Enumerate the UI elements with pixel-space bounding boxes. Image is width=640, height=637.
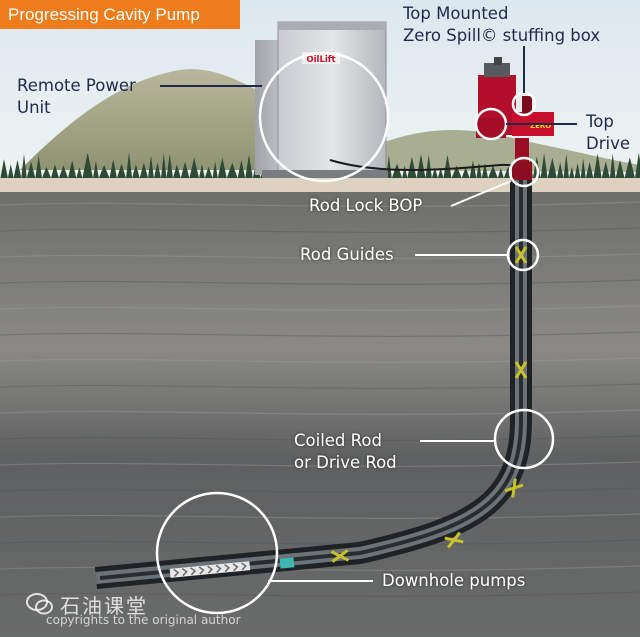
wellbore [94, 180, 532, 589]
rod-guide-marker [330, 549, 350, 563]
pump-rotor-stage [232, 563, 239, 572]
watermark-name: 石油课堂 [60, 594, 148, 618]
label-top-mounted-line1: Top Mounted [403, 4, 509, 23]
pump-rotor-stage [207, 565, 214, 574]
label-remote-power-line1: Remote Power [17, 76, 136, 95]
label-rod-guides-text: Rod Guides [300, 245, 394, 264]
diagram-title: Progressing Cavity Pump [0, 0, 240, 29]
pump-rotor-stage [190, 567, 197, 576]
remote-power-unit: OilLift [255, 21, 523, 178]
rod-guides [330, 246, 528, 563]
pump-rotor-stage [215, 564, 222, 573]
stratum-line [0, 513, 640, 519]
watermark-credit: copyrights to the original author [46, 613, 241, 627]
stratum-line [0, 539, 640, 545]
tree-line [0, 152, 640, 180]
pump-rotor-stage [198, 566, 205, 575]
rod-guide-marker [504, 478, 524, 498]
label-top-drive: Top Drive [586, 111, 630, 155]
wechat-logo-icon [26, 593, 53, 615]
power-unit-logo: OilLift [306, 55, 335, 65]
label-rod-lock-bop-text: Rod Lock BOP [309, 196, 423, 215]
label-top-drive-line2: Drive [586, 134, 630, 153]
pump-rotor-stage [241, 562, 247, 571]
label-remote-power-line2: Unit [17, 98, 51, 117]
highlight-downhole-pumps [155, 491, 279, 615]
label-coiled-rod-line2: or Drive Rod [294, 453, 397, 472]
label-rod-lock-bop: Rod Lock BOP [309, 195, 422, 217]
highlight-remote-power-unit [258, 51, 390, 183]
label-rod-guides: Rod Guides [300, 244, 394, 266]
rod-guide-marker [514, 361, 528, 379]
rod-guide-marker [514, 246, 528, 264]
label-top-mounted-stuffing-box: Top Mounted Zero Spill© stuffing box [403, 3, 600, 47]
label-top-drive-line1: Top [586, 112, 614, 131]
label-coiled-rod-line1: Coiled Rod [294, 431, 382, 450]
hill-right [330, 130, 640, 172]
label-coiled-rod: Coiled Rod or Drive Rod [294, 430, 397, 474]
top-drive-assembly: ZERO [476, 57, 554, 180]
drive-badge: ZERO [530, 122, 551, 130]
downhole-pump [169, 557, 295, 578]
highlight-rod-lock-bop [508, 156, 540, 188]
leader-rod-lock-bop [450, 180, 512, 207]
rod-guide-marker [444, 531, 464, 549]
highlight-coiled-rod [493, 408, 555, 470]
label-downhole-pumps: Downhole pumps [382, 570, 525, 592]
label-top-mounted-line2: Zero Spill© stuffing box [403, 26, 601, 45]
pump-rotor-stage [173, 568, 180, 577]
label-remote-power-unit: Remote Power Unit [17, 75, 136, 119]
pump-rotor-stage [181, 568, 188, 577]
label-downhole-pumps-text: Downhole pumps [382, 571, 526, 590]
pump-rotor-stage [224, 563, 230, 573]
leader-lines [160, 46, 577, 582]
ground-surface [0, 178, 640, 192]
